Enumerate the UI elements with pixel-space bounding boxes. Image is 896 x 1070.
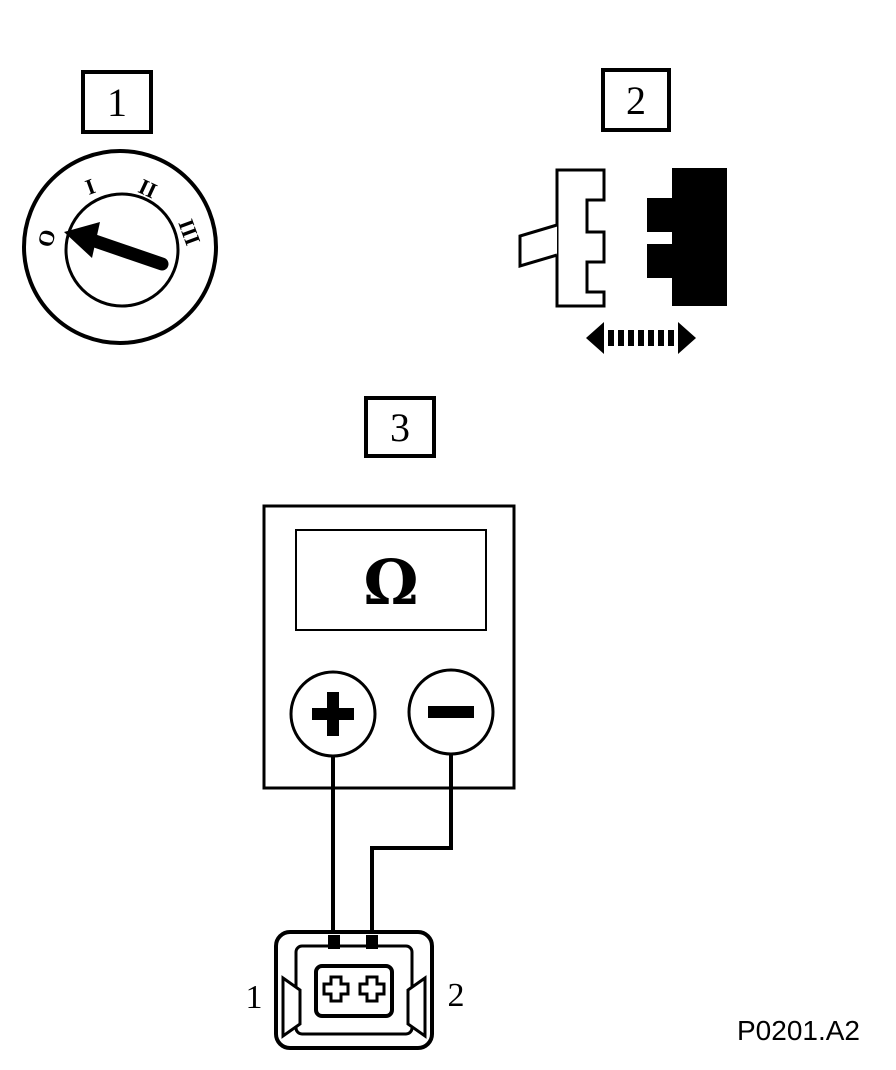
pin-2-socket: [358, 975, 386, 1003]
connector-disconnect-icon: [518, 168, 727, 308]
pin-1-label: 1: [246, 979, 263, 1016]
step-1-number: 1: [107, 80, 127, 125]
negative-lead: [370, 754, 453, 943]
pin-1-socket: [322, 975, 350, 1003]
negative-terminal: [407, 668, 495, 756]
position-o-label: O: [32, 227, 61, 250]
reference-code: P0201.A2: [737, 1015, 860, 1046]
step-2-label: 2: [601, 68, 671, 132]
socket-half: [647, 168, 727, 306]
multimeter-display: [295, 529, 487, 631]
step-3-number: 3: [390, 405, 410, 450]
ohm-symbol: Ω: [363, 546, 418, 619]
positive-terminal: [289, 670, 377, 758]
plug-half: [555, 168, 606, 308]
step-1-label: 1: [81, 70, 153, 134]
two-pin-connector-icon: [274, 930, 434, 1050]
plug-tab: [518, 223, 558, 269]
ohmmeter-icon: Ω: [262, 504, 516, 790]
ignition-key-icon: O I II III: [22, 149, 218, 345]
test-leads: [331, 754, 453, 943]
step-3-label: 3: [364, 396, 436, 458]
pin-2-label: 2: [448, 977, 465, 1014]
double-arrow-icon: [586, 322, 696, 354]
step-2-number: 2: [626, 78, 646, 123]
